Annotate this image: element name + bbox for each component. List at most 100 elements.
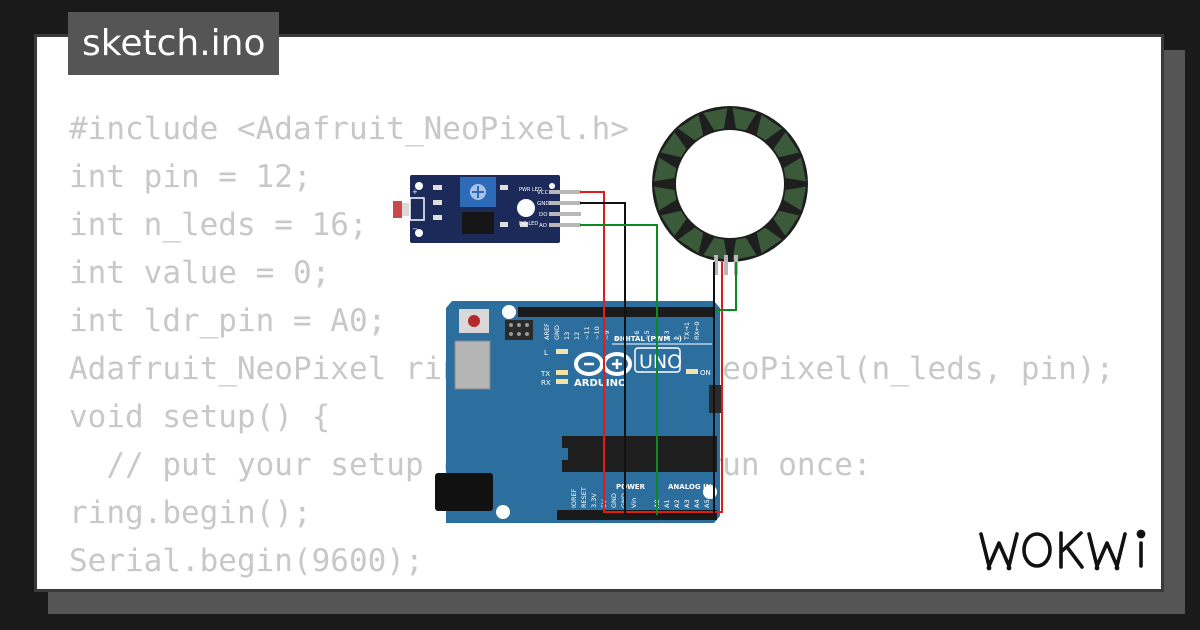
mount-hole: [496, 505, 510, 519]
wire-ao: [580, 224, 658, 515]
photoresistor-icon: [393, 201, 402, 218]
mount-hole: [415, 182, 423, 190]
pin-label: A3: [683, 499, 691, 508]
ring-led-segment: [783, 157, 806, 182]
ring-led-segment: [678, 227, 704, 254]
pin-label: A1: [663, 499, 671, 508]
pin-label: 12: [573, 332, 581, 340]
pin-label: ~5: [643, 330, 651, 340]
pin-label: GND: [553, 325, 561, 340]
ring-led-segment: [660, 132, 687, 158]
pin-label: A5: [703, 499, 711, 508]
led-tx-label: TX: [540, 370, 550, 378]
ring-led-segment: [654, 157, 677, 182]
do-led-label: DO LED: [519, 221, 538, 227]
ring-pin: [724, 255, 728, 275]
code-line: ring.begin();: [69, 495, 312, 531]
led-l-label: L: [544, 349, 548, 357]
ring-led-segment: [703, 108, 728, 131]
ring-led-segment: [660, 210, 687, 236]
led-rx: [556, 379, 568, 384]
wires: [580, 191, 737, 515]
wokwi-logo-icon: [979, 529, 1146, 571]
digital-label: DIGITAL (PWM ~): [614, 335, 682, 343]
pin-label: 13: [563, 332, 571, 340]
led-on: [686, 369, 698, 374]
power-label: POWER: [616, 483, 646, 491]
pin-label: ~10: [593, 326, 601, 340]
mount-hole: [549, 183, 555, 189]
code-block: #include <Adafruit_NeoPixel.h>int pin = …: [69, 105, 1114, 589]
ring-led-segment: [773, 132, 800, 158]
ring-led-segment: [703, 237, 728, 260]
led-tx: [556, 370, 568, 375]
atmega-chip: [562, 436, 717, 472]
icsp-header: [505, 320, 533, 340]
pin-label: RESET: [580, 487, 588, 508]
code-line: int value = 0;: [69, 255, 331, 291]
led-on-label: ON: [700, 369, 711, 377]
arduino-infinity-icon: [574, 352, 632, 376]
minus-mark: −: [412, 225, 418, 233]
analog-label: ANALOG IN: [668, 483, 712, 491]
pin-label-gnd: GND: [537, 201, 550, 207]
usb-connector: [454, 340, 491, 390]
arduino-model: UNO: [639, 351, 682, 373]
pin-label-ao: AO: [539, 223, 548, 229]
pin-label: IOREF: [570, 488, 578, 508]
led-l: [556, 349, 568, 354]
ldr-sensor-module[interactable]: + − PWR LED DO LED VCC GND DO AO: [393, 175, 581, 243]
pin-label: GND: [610, 493, 618, 508]
pin-label: A4: [693, 499, 701, 508]
pin-label: Vin: [630, 498, 638, 508]
power-jack: [435, 473, 493, 511]
pin-label-do: DO: [539, 212, 548, 218]
plus-mark: +: [412, 188, 418, 196]
ring-pin: [714, 255, 718, 275]
ring-led-segment: [654, 186, 677, 211]
pin-label: AREF: [543, 323, 551, 340]
pin-label-vcc: VCC: [537, 190, 549, 196]
code-line: #include <Adafruit_NeoPixel.h>: [69, 111, 629, 147]
pin-label: A2: [673, 499, 681, 508]
ring-led-segment: [773, 210, 800, 236]
ring-led-segment: [732, 237, 757, 260]
led-rx-label: RX: [541, 379, 551, 387]
pin-label: ~6: [633, 330, 641, 340]
led-icon: [517, 199, 535, 217]
digital-header: [518, 307, 713, 317]
pin-label: 7: [623, 336, 631, 340]
pin-label: ~9: [603, 330, 611, 340]
neopixel-ring[interactable]: [652, 106, 808, 275]
filename-tab: sketch.ino: [68, 12, 280, 75]
ring-led-segment: [678, 114, 704, 141]
arduino-brand: ARDUINO: [574, 378, 626, 389]
code-line: int ldr_pin = A0;: [69, 303, 387, 339]
wire-gnd-sensor: [580, 202, 626, 514]
mount-hole: [415, 229, 423, 237]
code-line: void setup() {: [69, 399, 331, 435]
pin-label: 8: [613, 336, 621, 340]
ring-led-segment: [756, 227, 782, 254]
ring-led-segment: [756, 114, 782, 141]
wire-gnd-ring: [625, 262, 715, 515]
pin-label: ~11: [583, 326, 591, 340]
pin-label: ~3: [663, 330, 671, 340]
wire-data: [716, 262, 737, 311]
ring-led-group: [654, 108, 806, 260]
pin-label: RX←0: [693, 321, 701, 340]
ring-led-segment: [732, 108, 757, 131]
comparator-chip: [462, 212, 494, 234]
pin-label: TX→1: [683, 322, 691, 341]
code-line: Serial.begin(9600);: [69, 543, 424, 579]
ring-led-segment: [783, 186, 806, 211]
wire-vcc: [580, 191, 723, 513]
code-line: int n_leds = 16;: [69, 207, 368, 243]
pwr-led-label: PWR LED: [519, 187, 542, 193]
code-line: int pin = 12;: [69, 159, 312, 195]
mount-hole: [502, 305, 516, 319]
icsp-header-right: [709, 385, 722, 413]
